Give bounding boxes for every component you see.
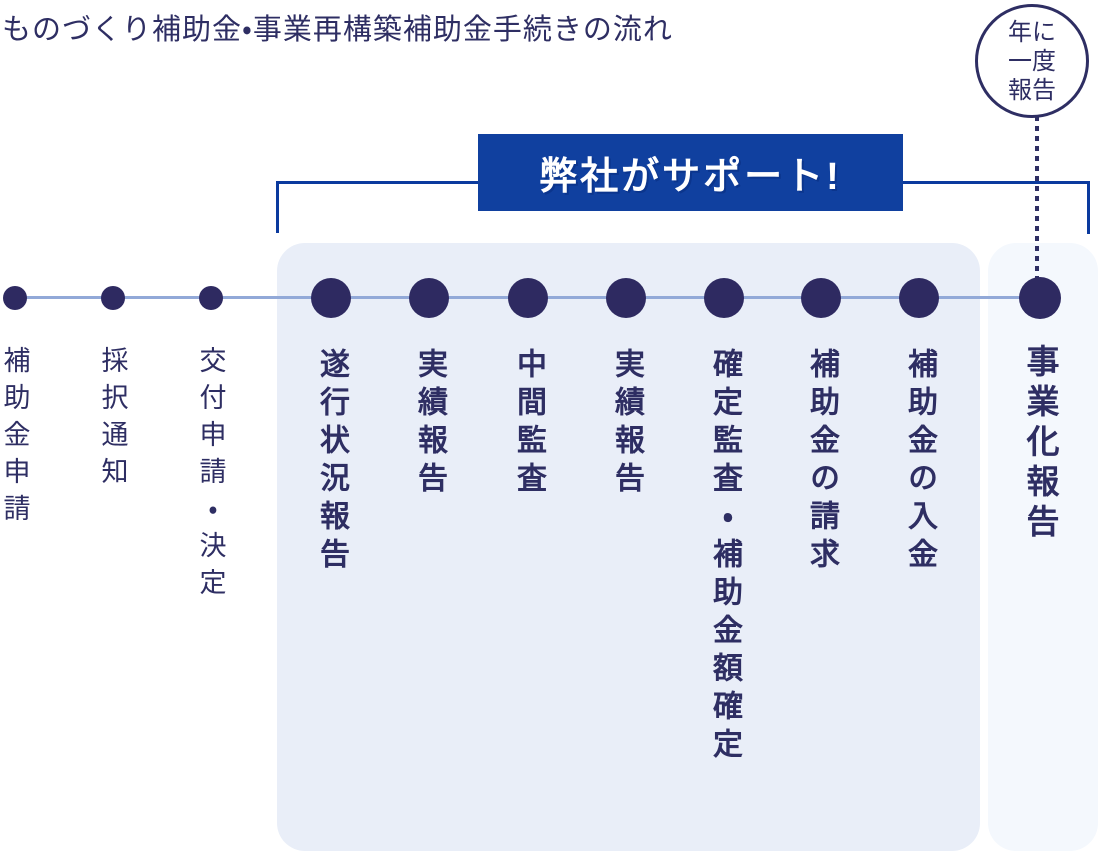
step-label: 補助金の請求 [805,348,838,576]
step-label: 実績報告 [413,348,446,500]
support-banner-label: 弊社がサポート! [539,156,842,198]
page-title: ものづくり補助金・事業再構築補助金手続きの流れ [2,14,673,46]
bracket-right-horizontal [903,181,1090,184]
step-dot [801,278,841,318]
badge-line: 一度 [1008,47,1056,75]
step-label: 確定監査・補助金額確定 [708,348,741,766]
support-scope-box [277,243,980,851]
step-dot [199,286,223,310]
step-label: 実績報告 [610,348,643,500]
step-label: 事業化報告 [1022,344,1059,544]
step-label: 中間監査 [512,348,545,500]
bracket-left-horizontal [276,181,478,184]
step-dot [508,278,548,318]
step-label: 交付申請・決定 [195,346,226,605]
bracket-right-vertical [1087,181,1090,234]
step-dot [606,278,646,318]
badge-line: 報告 [1008,76,1056,104]
step-dot [409,278,449,318]
step-label: 採択通知 [97,346,128,494]
step-dot [101,286,125,310]
step-label: 補助金の入金 [903,348,936,576]
post-scope-box [988,243,1098,851]
step-dot [311,278,351,318]
step-dot [899,278,939,318]
step-label: 遂行状況報告 [315,348,348,576]
support-banner: 弊社がサポート! [478,134,903,211]
step-dot [704,278,744,318]
step-dot [3,286,27,310]
step-label: 補助金申請 [0,346,30,531]
yearly-report-badge: 年に 一度 報告 [975,4,1089,118]
bracket-left-vertical [276,181,279,233]
yearly-dotted-connector [1035,116,1039,282]
badge-line: 年に [1008,18,1056,46]
step-dot [1019,277,1061,319]
